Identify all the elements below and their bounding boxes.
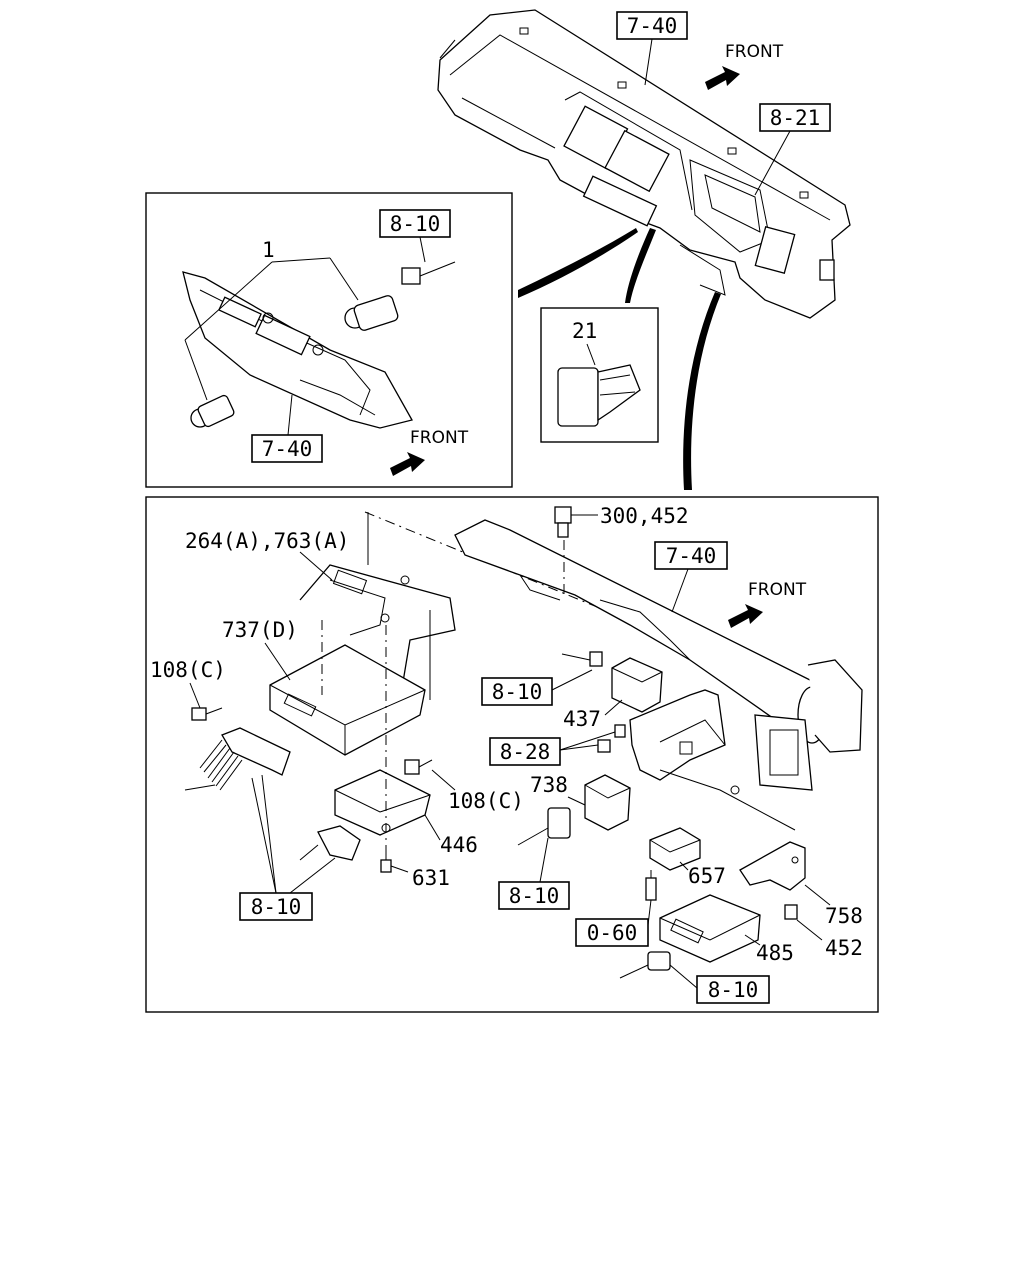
svg-text:8-10: 8-10 bbox=[708, 978, 759, 1002]
svg-text:657: 657 bbox=[688, 864, 726, 888]
main-relay-437 bbox=[561, 651, 663, 713]
main-harness-plug bbox=[184, 727, 291, 791]
main-bolt-top bbox=[554, 506, 598, 598]
leader-to-main bbox=[683, 292, 721, 490]
svg-text:8-10: 8-10 bbox=[509, 884, 560, 908]
svg-text:7-40: 7-40 bbox=[262, 437, 313, 461]
main-module-657 bbox=[649, 827, 701, 871]
label-bolt-right: 108(C) bbox=[431, 769, 524, 813]
front-direction-inset: FRONT bbox=[390, 428, 469, 476]
label-controller-737: 737(D) bbox=[222, 618, 298, 681]
label-module-738: 738 bbox=[530, 773, 586, 806]
main-box bbox=[145, 496, 879, 1013]
svg-text:FRONT: FRONT bbox=[725, 42, 784, 62]
svg-text:437: 437 bbox=[563, 707, 601, 731]
label-screw-631: 631 bbox=[412, 866, 450, 890]
main-screw-631 bbox=[380, 848, 409, 873]
inset-part-1-label: 1 bbox=[184, 238, 359, 401]
inset-switch-panel bbox=[182, 271, 413, 429]
main-bolt-left bbox=[191, 707, 223, 721]
svg-text:8-28: 8-28 bbox=[500, 740, 551, 764]
main-ref-ground: 8-28 bbox=[489, 724, 626, 766]
main-unit-446 bbox=[334, 769, 431, 836]
front-arrow-icon bbox=[728, 604, 763, 628]
inset-switch-knob bbox=[190, 394, 235, 428]
svg-text:452: 452 bbox=[825, 936, 863, 960]
main-ref-bolt: 0-60 bbox=[575, 899, 652, 947]
svg-text:0-60: 0-60 bbox=[587, 921, 638, 945]
svg-text:485: 485 bbox=[756, 941, 794, 965]
dashboard-illustration bbox=[437, 9, 851, 319]
main-bracket-758-region bbox=[629, 689, 796, 831]
main-ref-panel: 7-40 bbox=[654, 541, 728, 613]
label-bracket-758: 758 bbox=[804, 884, 863, 928]
main-bolt-right bbox=[404, 759, 433, 775]
ref-top-panel: 7-40 bbox=[616, 11, 688, 86]
svg-text:FRONT: FRONT bbox=[748, 580, 807, 600]
front-arrow-icon bbox=[705, 66, 740, 90]
svg-text:300,452: 300,452 bbox=[600, 504, 689, 528]
front-direction-top: FRONT bbox=[705, 42, 784, 90]
main-bolt-452 bbox=[784, 904, 798, 920]
leader-to-switch-21 bbox=[625, 228, 656, 303]
front-direction-main: FRONT bbox=[728, 580, 807, 628]
main-ref-relay-connector: 8-10 bbox=[481, 669, 593, 706]
inset-ref-connector: 8-10 bbox=[379, 209, 451, 263]
switch-21-box bbox=[540, 307, 659, 443]
main-connector-bottom-left bbox=[299, 825, 361, 861]
main-bracket-758 bbox=[739, 841, 806, 891]
svg-text:631: 631 bbox=[412, 866, 450, 890]
svg-text:7-40: 7-40 bbox=[666, 544, 717, 568]
svg-text:738: 738 bbox=[530, 773, 568, 797]
leader-to-inset bbox=[518, 228, 638, 298]
svg-text:8-10: 8-10 bbox=[492, 680, 543, 704]
svg-text:737(D): 737(D) bbox=[222, 618, 298, 642]
label-bolt-452: 452 bbox=[796, 919, 863, 960]
main-ref-harness-mid: 8-10 bbox=[498, 837, 570, 910]
main-module-485 bbox=[659, 894, 761, 963]
inset-box bbox=[145, 192, 513, 488]
main-cross-member bbox=[364, 511, 863, 791]
switch-21: 21 bbox=[557, 319, 641, 427]
inset-ref-panel: 7-40 bbox=[251, 394, 323, 463]
label-unit-446: 446 bbox=[424, 814, 478, 857]
inset-switch-body bbox=[344, 261, 456, 331]
svg-text:758: 758 bbox=[825, 904, 863, 928]
svg-text:264(A),763(A): 264(A),763(A) bbox=[185, 529, 349, 553]
main-ref-harness-left: 8-10 bbox=[239, 774, 336, 921]
svg-text:8-21: 8-21 bbox=[770, 106, 821, 130]
main-module-738 bbox=[517, 774, 631, 846]
main-ref-harness-bottom: 8-10 bbox=[669, 964, 770, 1004]
label-module-657: 657 bbox=[679, 861, 726, 888]
main-bolt-0-60 bbox=[645, 870, 657, 901]
label-module-485: 485 bbox=[744, 934, 794, 965]
ref-top-meter: 8-21 bbox=[754, 103, 831, 196]
svg-text:FRONT: FRONT bbox=[410, 428, 469, 448]
label-bracket-a: 264(A),763(A) bbox=[185, 529, 349, 581]
svg-text:1: 1 bbox=[262, 238, 275, 262]
svg-text:108(C): 108(C) bbox=[150, 658, 226, 682]
svg-text:8-10: 8-10 bbox=[390, 212, 441, 236]
svg-text:446: 446 bbox=[440, 833, 478, 857]
svg-text:8-10: 8-10 bbox=[251, 895, 302, 919]
label-bolt-top: 300,452 bbox=[600, 504, 689, 528]
label-relay-437: 437 bbox=[563, 699, 623, 731]
svg-text:108(C): 108(C) bbox=[448, 789, 524, 813]
svg-text:21: 21 bbox=[572, 319, 597, 343]
label-bolt-left: 108(C) bbox=[150, 658, 226, 709]
svg-text:7-40: 7-40 bbox=[627, 14, 678, 38]
main-connector-bottom bbox=[619, 951, 671, 979]
front-arrow-icon bbox=[390, 452, 425, 476]
